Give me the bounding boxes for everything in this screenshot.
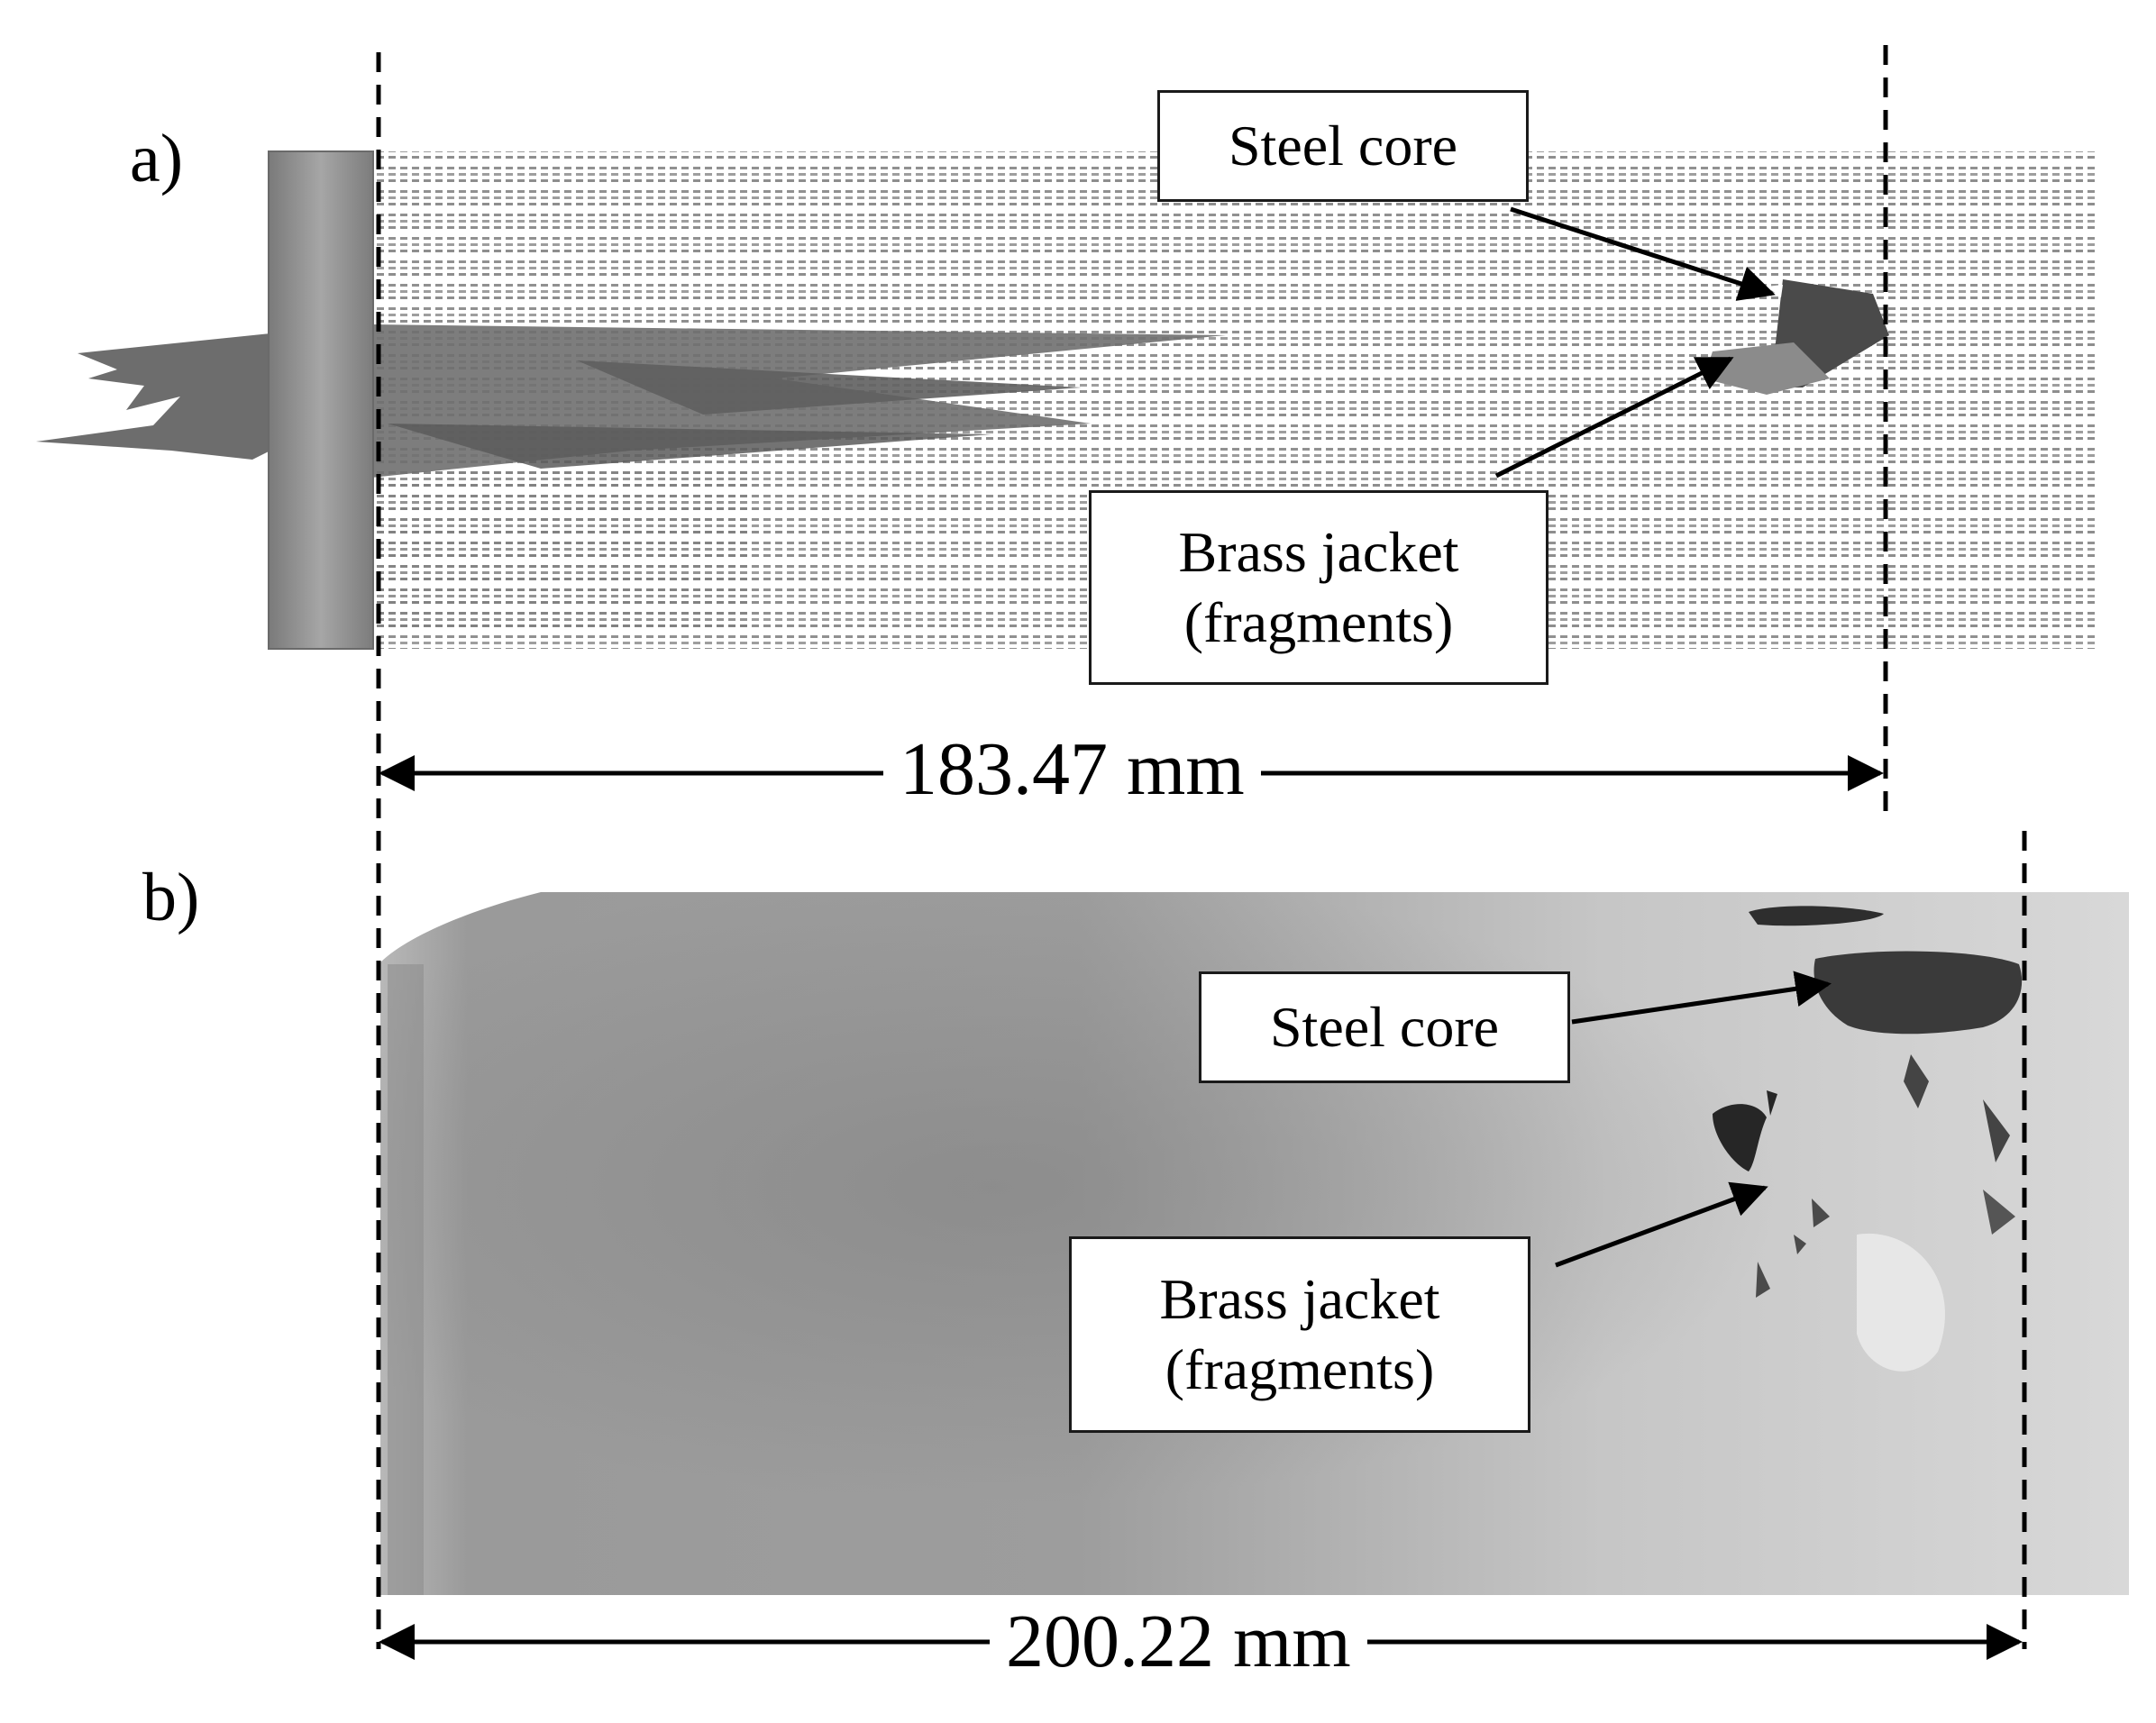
brass-jacket-label-b: Brass jacket (fragments) [1069,1236,1530,1433]
brass-jacket-label-a: Brass jacket (fragments) [1089,490,1548,685]
brass-jacket-line2-b: (fragments) [1165,1337,1435,1401]
dimension-label-b: 200.22 mm [990,1604,1367,1680]
panel-b-letter: b) [142,860,200,935]
panel-a-simulation [36,150,2098,650]
dimension-label-a: 183.47 mm [883,732,1261,807]
guide-lines [376,45,2027,1649]
steel-core-text-a: Steel core [1228,113,1458,178]
steel-core-label-b: Steel core [1199,971,1570,1083]
leader-brass-b [1555,1181,1768,1268]
penetration-channel [371,324,1226,478]
radiograph-brass-fragments [1713,1054,2015,1372]
leader-steel-core-a [1510,206,1776,301]
steel-core-label-a: Steel core [1157,90,1529,202]
simulated-projectile [1704,279,1889,395]
leader-arrows [1494,206,1832,1268]
steel-core-text-b: Steel core [1269,994,1500,1059]
brass-jacket-line2-a: (fragments) [1183,590,1454,654]
radiograph-steel-core [1749,906,2023,1035]
brass-jacket-line1-a: Brass jacket [1178,519,1459,584]
leader-brass-a [1494,356,1734,479]
front-plate [268,150,374,650]
leader-steel-core-b [1571,971,1832,1025]
brass-jacket-line1-b: Brass jacket [1159,1266,1440,1331]
front-debris [36,333,270,460]
panel-a-letter: a) [130,121,184,196]
